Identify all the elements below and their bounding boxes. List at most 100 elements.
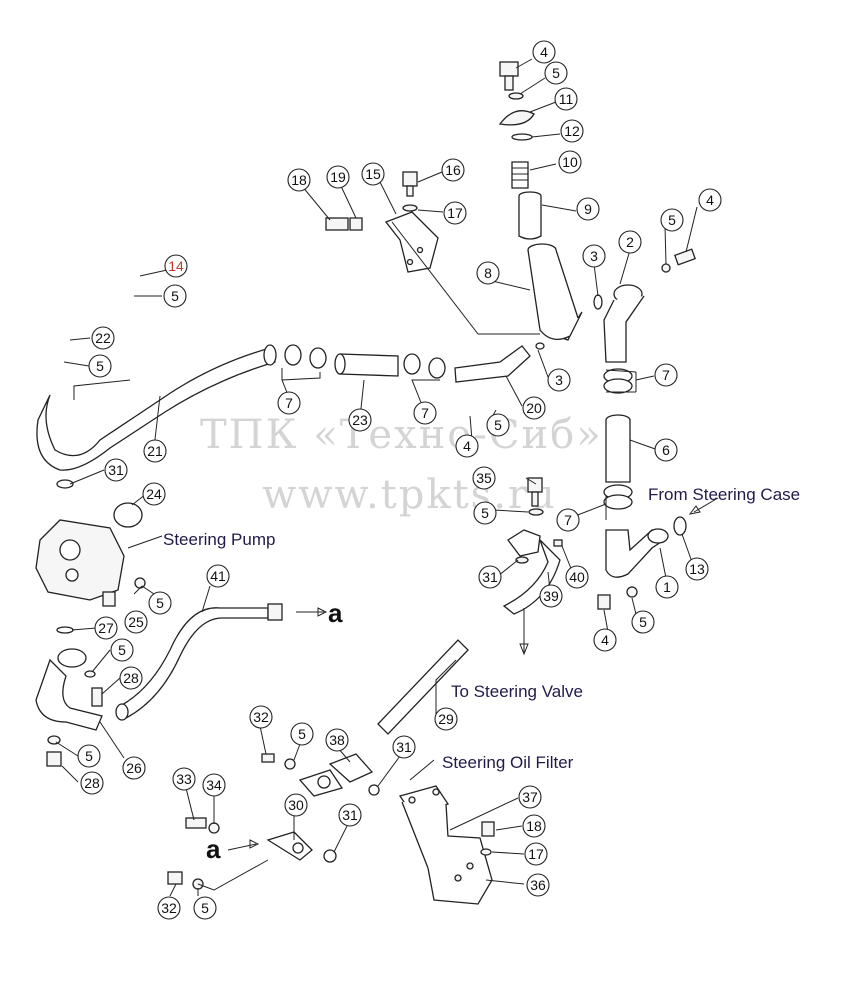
callout-29: 29 [434,707,458,731]
callout-25: 25 [124,610,148,634]
filter-stack-top [498,61,583,341]
return-line [36,342,545,471]
svg-text:4: 4 [540,44,548,60]
bracket-assembly [325,171,540,335]
svg-text:5: 5 [552,65,560,81]
svg-text:40: 40 [569,569,585,585]
callout-5: 5 [193,896,217,920]
callout-21: 21 [143,439,167,463]
callout-38: 38 [325,728,349,752]
callout-34: 34 [202,773,226,797]
callout-17: 17 [443,201,467,225]
arrow-a-bottom [227,843,257,851]
svg-text:24: 24 [146,486,162,502]
svg-text:8: 8 [484,265,492,281]
svg-text:5: 5 [85,748,93,764]
leader-lines [55,58,698,897]
svg-text:41: 41 [210,568,226,584]
svg-text:28: 28 [84,775,100,791]
svg-text:25: 25 [128,614,144,630]
callout-40: 40 [565,565,589,589]
svg-text:15: 15 [365,166,381,182]
callout-36: 36 [526,873,550,897]
callout-10: 10 [558,150,582,174]
callout-7: 7 [654,363,678,387]
callout-31: 31 [104,458,128,482]
callout-18: 18 [522,814,546,838]
svg-text:27: 27 [98,620,114,636]
svg-text:5: 5 [639,614,647,630]
callout-5: 5 [77,744,101,768]
callout-4: 4 [593,628,617,652]
callout-22: 22 [91,326,115,350]
svg-text:5: 5 [298,726,306,742]
callout-20: 20 [522,396,546,420]
svg-text:28: 28 [123,670,139,686]
svg-text:5: 5 [171,288,179,304]
svg-text:26: 26 [126,760,142,776]
callout-6: 6 [654,438,678,462]
arrow-pump [127,535,163,549]
callout-7: 7 [413,401,437,425]
callout-18: 18 [287,168,311,192]
callout-5: 5 [290,722,314,746]
callout-37: 37 [518,785,542,809]
svg-text:38: 38 [329,732,345,748]
fittings-38-30 [167,753,380,890]
svg-text:18: 18 [291,172,307,188]
svg-text:19: 19 [330,169,346,185]
callout-19: 19 [326,165,350,189]
callout-11: 11 [554,87,578,111]
callout-26: 26 [122,756,146,780]
hose-29 [377,639,469,735]
callout-5: 5 [544,61,568,85]
callout-7: 7 [556,508,580,532]
callout-2: 2 [618,230,642,254]
svg-text:5: 5 [96,358,104,374]
svg-text:2: 2 [626,234,634,250]
svg-text:30: 30 [288,797,304,813]
callout-7: 7 [277,391,301,415]
svg-text:33: 33 [176,771,192,787]
pipe-26 [35,648,103,767]
svg-text:1: 1 [663,579,671,595]
callout-3: 3 [547,368,571,392]
callout-30: 30 [284,793,308,817]
svg-text:37: 37 [522,789,538,805]
svg-text:5: 5 [118,642,126,658]
svg-text:21: 21 [147,443,163,459]
svg-text:5: 5 [668,212,676,228]
svg-text:32: 32 [253,709,269,725]
svg-text:31: 31 [482,569,498,585]
callout-24: 24 [142,482,166,506]
callout-23: 23 [348,408,372,432]
callout-16: 16 [441,158,465,182]
svg-text:17: 17 [447,205,463,221]
svg-text:5: 5 [494,417,502,433]
label-steering-pump: Steering Pump [163,530,275,549]
svg-text:39: 39 [543,588,559,604]
steering-oil-filter [398,785,495,905]
svg-text:22: 22 [95,330,111,346]
svg-text:13: 13 [689,561,705,577]
pipe-2 [593,248,697,363]
label-connection-a-top: a [328,598,343,628]
callout-5: 5 [486,413,510,437]
svg-text:5: 5 [156,595,164,611]
callout-28: 28 [80,771,104,795]
label-from-steering-case: From Steering Case [648,485,800,504]
callout-31: 31 [478,565,502,589]
callout-14: 14 [164,254,188,278]
callout-31: 31 [338,803,362,827]
callout-15: 15 [361,162,385,186]
svg-text:5: 5 [201,900,209,916]
callout-28: 28 [119,666,143,690]
callout-4: 4 [698,188,722,212]
svg-text:4: 4 [706,192,714,208]
parts-drawing [35,61,719,905]
callout-32: 32 [249,705,273,729]
svg-text:34: 34 [206,777,222,793]
svg-text:32: 32 [161,900,177,916]
callout-5: 5 [631,610,655,634]
callout-5: 5 [110,638,134,662]
